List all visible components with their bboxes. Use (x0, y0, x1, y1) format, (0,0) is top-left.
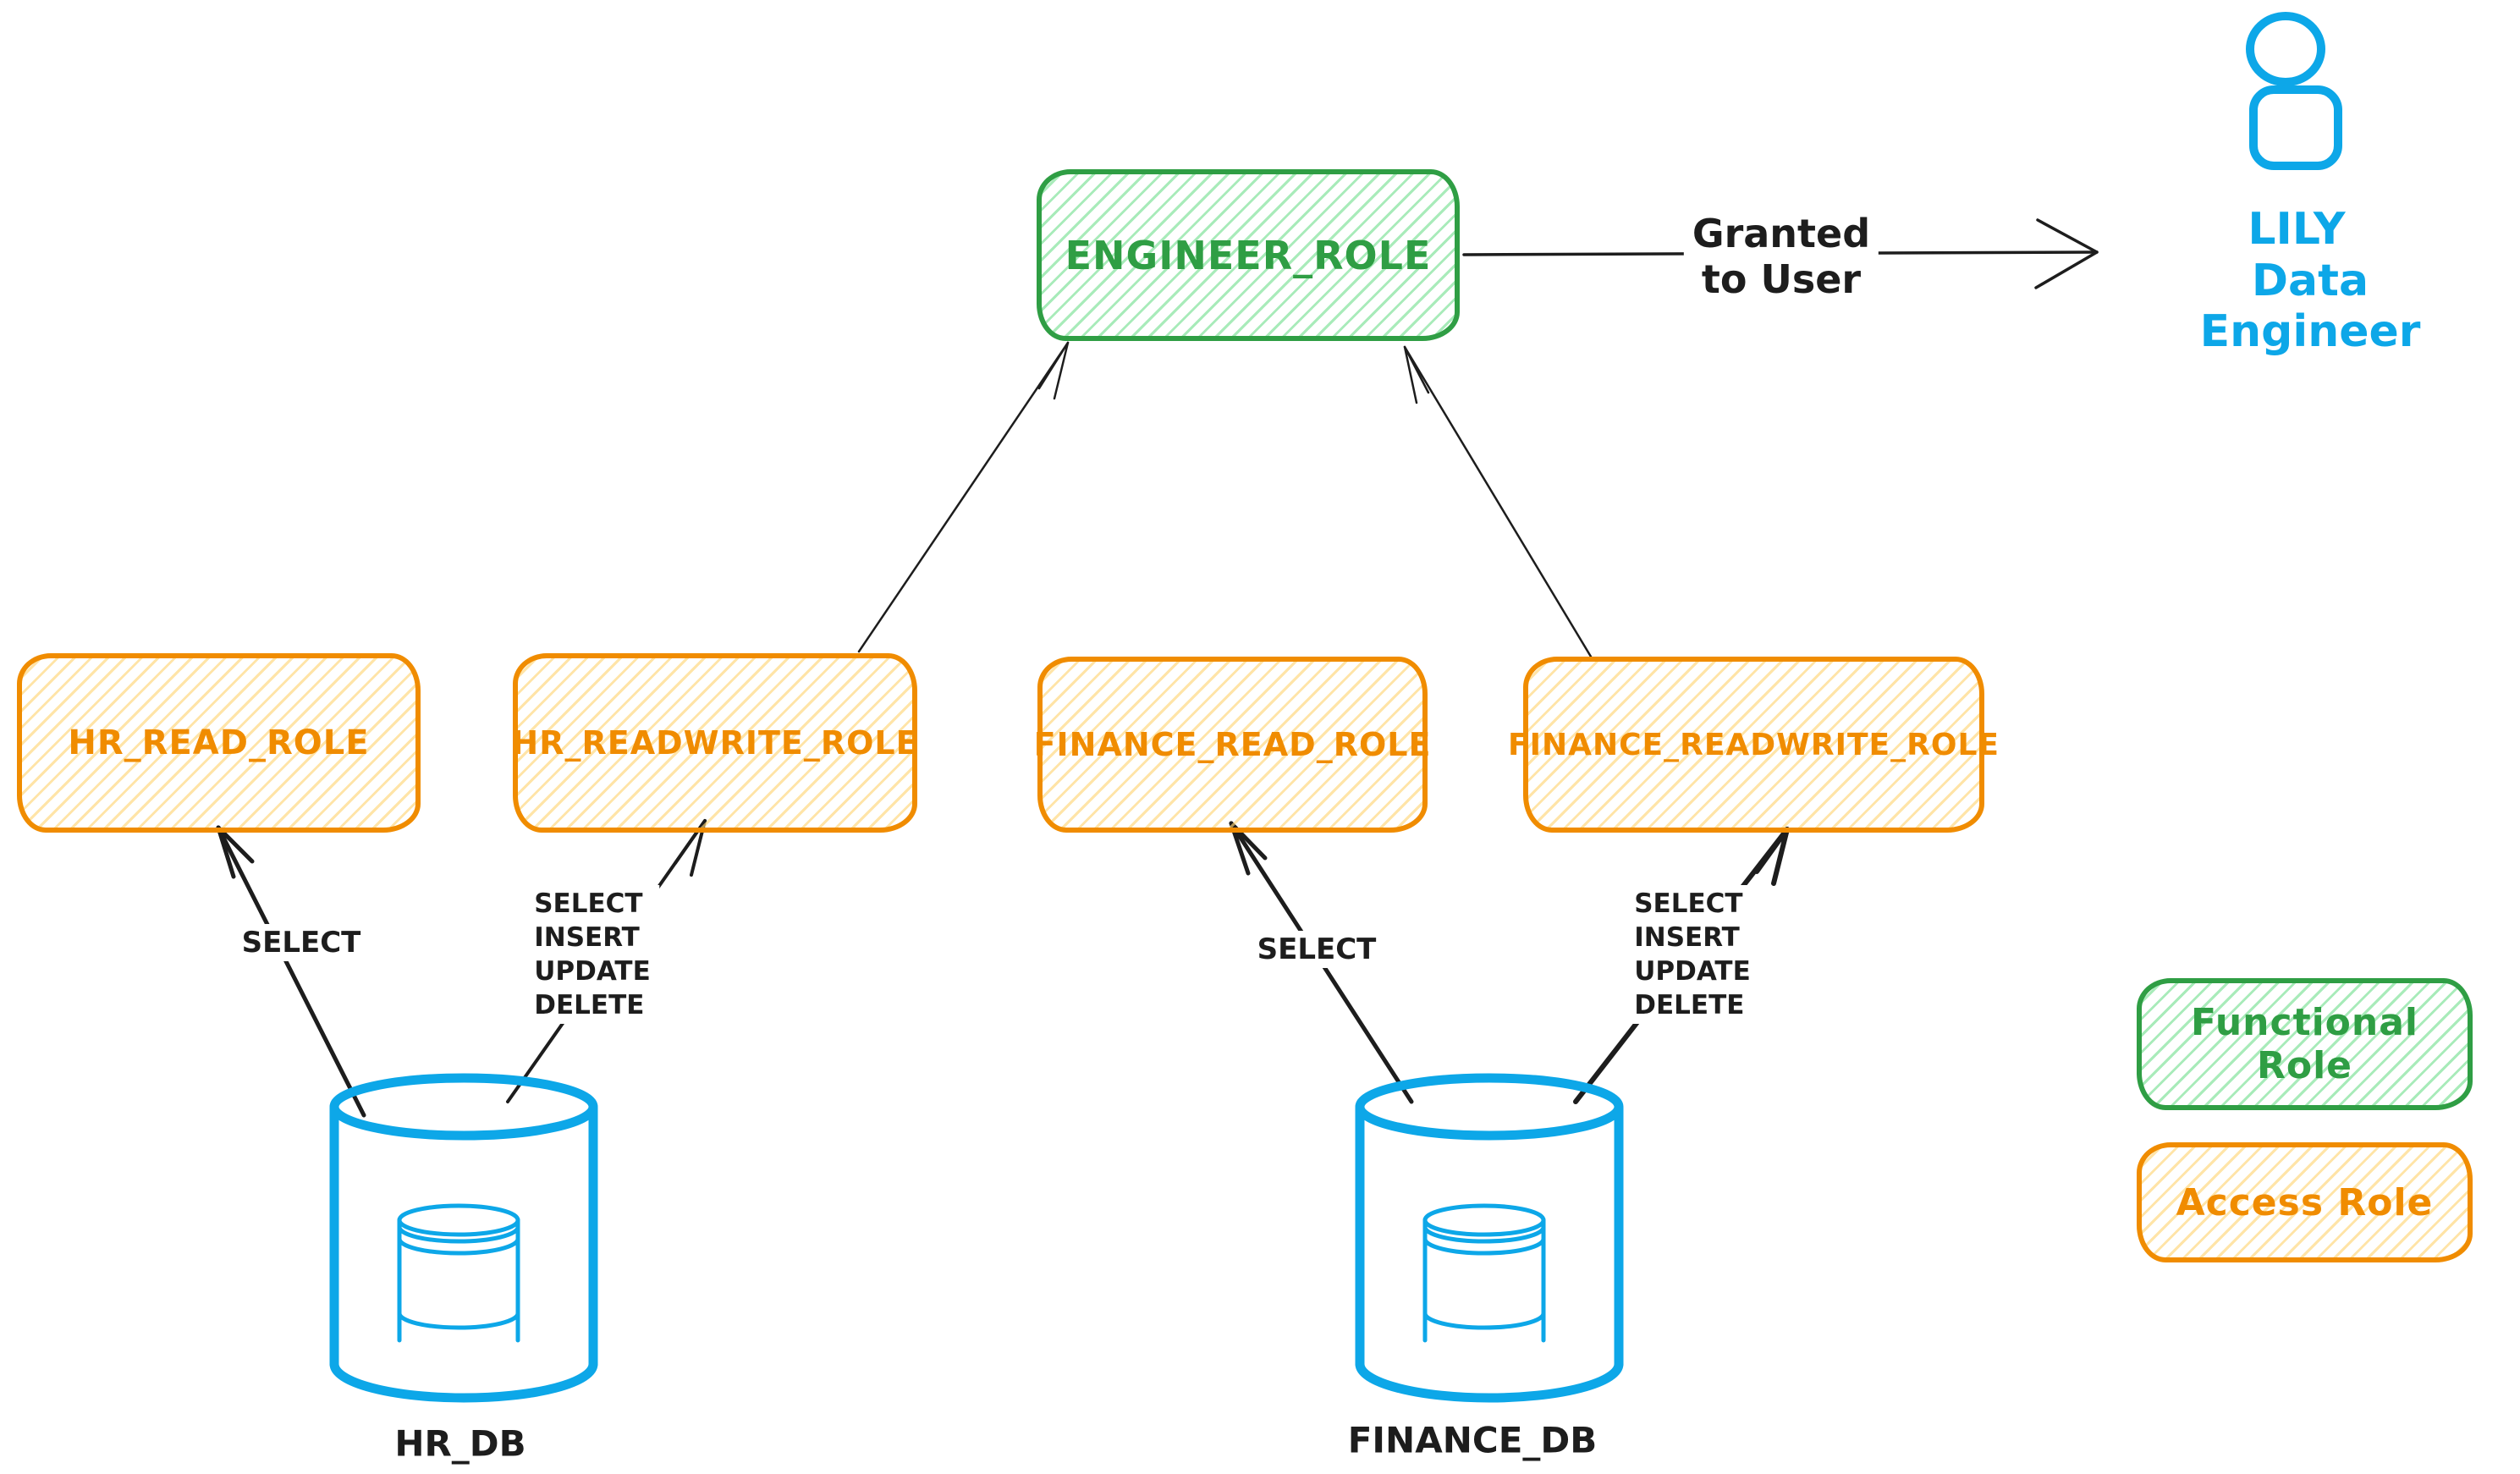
privilege-label-hr-readwrite: SELECT INSERT UPDATE DELETE (525, 885, 659, 1024)
access-role-label: FINANCE_READWRITE_ROLE (1508, 727, 2000, 762)
legend-item-functional-role: Functional Role (2137, 978, 2473, 1110)
legend-item-access-role: Access Role (2137, 1142, 2473, 1262)
privilege-label-finance-readwrite: SELECT INSERT UPDATE DELETE (1626, 885, 1759, 1024)
database-icon (329, 1073, 598, 1403)
user-name-label: LILY (2248, 204, 2346, 255)
legend-label: Functional Role (2190, 1001, 2419, 1087)
access-role-label: HR_READWRITE_ROLE (511, 724, 919, 762)
database-label-finance: FINANCE_DB (1347, 1419, 1598, 1461)
functional-role-node-engineer: ENGINEER_ROLE (1037, 169, 1460, 341)
access-role-node-finance-readwrite: FINANCE_READWRITE_ROLE (1508, 657, 1999, 833)
privilege-label-hr-read: SELECT (233, 924, 370, 961)
access-role-node-finance-read: FINANCE_READ_ROLE (1034, 657, 1430, 833)
role-hierarchy-arrow-finance-readwrite (1403, 345, 1593, 658)
legend-label: Access Role (2176, 1180, 2434, 1224)
privilege-label-finance-read: SELECT (1248, 931, 1385, 968)
database-icon (1355, 1073, 1624, 1403)
access-role-node-hr-read: HR_READ_ROLE (17, 653, 421, 833)
access-role-label: FINANCE_READ_ROLE (1033, 726, 1432, 763)
access-role-label: HR_READ_ROLE (68, 723, 370, 762)
privilege-arrow-hr-read (216, 825, 366, 1118)
grant-edge-label: Granted to User (1683, 209, 1879, 304)
access-role-node-hr-readwrite: HR_READWRITE_ROLE (511, 653, 919, 833)
role-hierarchy-arrow-hr-readwrite (857, 341, 1070, 653)
database-label-hr: HR_DB (394, 1422, 526, 1465)
user-title-label: Data Engineer (2199, 256, 2421, 357)
user-icon (2246, 12, 2342, 170)
functional-role-label: ENGINEER_ROLE (1065, 232, 1432, 278)
